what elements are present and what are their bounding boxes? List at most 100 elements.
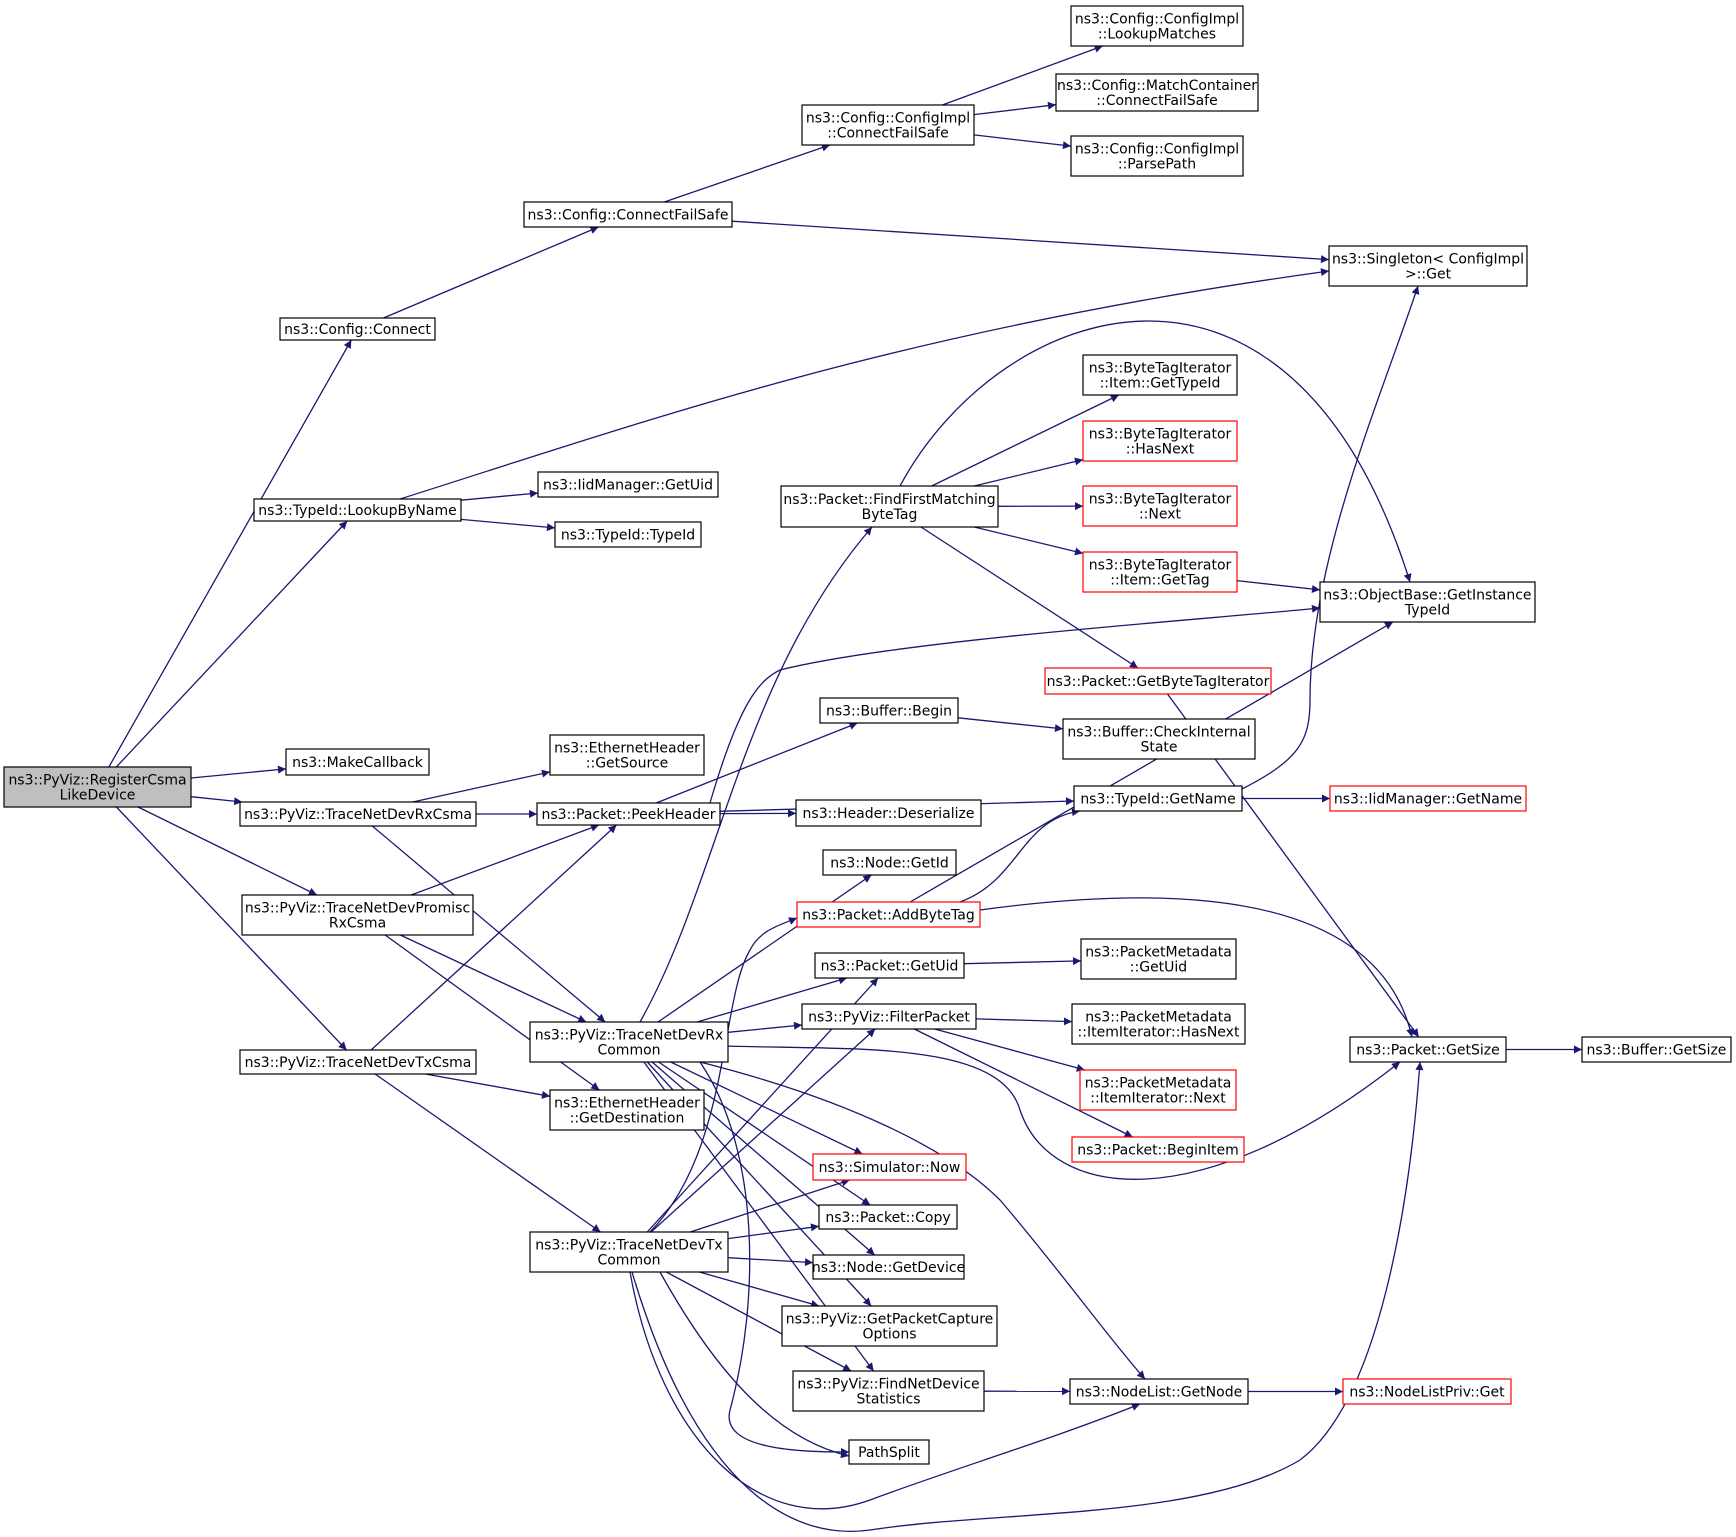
node-cfgParsePath[interactable]: ns3::Config::ConfigImpl::ParsePath (1070, 135, 1244, 177)
node-box (1044, 667, 1272, 695)
node-box (1071, 1136, 1245, 1163)
node-makeCallback[interactable]: ns3::MakeCallback (285, 748, 430, 776)
node-filterPacket[interactable]: ns3::PyViz::FilterPacket (801, 1003, 977, 1030)
node-lookupByName[interactable]: ns3::TypeId::LookupByName (253, 498, 462, 522)
node-box (801, 1003, 977, 1030)
node-cfgLookupMatches[interactable]: ns3::Config::ConfigImpl::LookupMatches (1070, 5, 1244, 47)
node-label-line: State (1140, 740, 1177, 756)
node-box (1329, 785, 1527, 812)
node-peekHeader[interactable]: ns3::Packet::PeekHeader (536, 802, 721, 826)
node-addByteTag[interactable]: ns3::Packet::AddByteTag (796, 901, 981, 928)
node-box (523, 201, 733, 228)
node-connect[interactable]: ns3::Config::Connect (279, 317, 436, 341)
node-box (536, 802, 721, 826)
node-headerDeserialize[interactable]: ns3::Header::Deserialize (795, 799, 982, 827)
node-traceRxCsma[interactable]: ns3::PyViz::TraceNetDevRxCsma (239, 801, 477, 827)
node-label-line: ns3::TypeId::TypeId (561, 528, 695, 544)
node-box (1062, 718, 1256, 760)
node-label-line: ns3::TypeId::GetName (1080, 792, 1235, 808)
node-ethGetDest[interactable]: ns3::EthernetHeader::GetDestination (549, 1089, 705, 1131)
node-bufferGetSize[interactable]: ns3::Buffer::GetSize (1581, 1036, 1732, 1063)
node-label-line: ns3::Config::ConfigImpl (806, 111, 970, 127)
node-simNow[interactable]: ns3::Simulator::Now (812, 1153, 967, 1181)
node-connectFailSafe[interactable]: ns3::Config::ConnectFailSafe (523, 201, 733, 228)
node-iidGetName[interactable]: ns3::IidManager::GetName (1329, 785, 1527, 812)
node-label-line: ns3::PyViz::TraceNetDevRx (535, 1028, 724, 1044)
node-label-line: ns3::Node::GetId (830, 856, 948, 872)
node-label-line: ByteTag (862, 507, 918, 523)
node-nodeListGetNode[interactable]: ns3::NodeList::GetNode (1069, 1378, 1249, 1405)
node-nodeListPrivGet[interactable]: ns3::NodeListPriv::Get (1342, 1378, 1512, 1405)
node-bufferBegin[interactable]: ns3::Buffer::Begin (819, 697, 959, 724)
node-nodeGetDevice[interactable]: ns3::Node::GetDevice (812, 1254, 965, 1280)
edge-traceRxCommon-to-simNow (670, 1061, 863, 1155)
node-box (848, 1439, 930, 1465)
node-ethGetSource[interactable]: ns3::EthernetHeader::GetSource (549, 734, 705, 776)
node-label-line: ::ItemIterator::HasNext (1078, 1025, 1240, 1041)
node-box (1328, 245, 1528, 287)
node-label-line: ns3::Config::Connect (284, 322, 431, 338)
node-label-line: ns3::Singleton< ConfigImpl (1332, 252, 1524, 268)
edge-peekHeader-to-bufferBegin (655, 722, 858, 804)
node-iidGetUid[interactable]: ns3::IidManager::GetUid (537, 471, 719, 498)
node-box (819, 697, 959, 724)
edge-traceRxCommon-to-nodeListGetNode (699, 1061, 1146, 1380)
node-typeIdGetName[interactable]: ns3::TypeId::GetName (1073, 785, 1243, 812)
node-label-line: ::Next (1139, 507, 1182, 523)
edge-traceTxCsma-to-peekHeader (370, 824, 617, 1051)
node-box (781, 1305, 998, 1347)
edge-connect-to-connectFailSafe (383, 226, 599, 319)
node-pmItemNext[interactable]: ns3::PacketMetadata::ItemIterator::Next (1079, 1069, 1237, 1111)
node-packetGetSize[interactable]: ns3::Packet::GetSize (1349, 1036, 1507, 1063)
edge-root-to-traceRxCsma (190, 796, 243, 806)
edge-packetGetUid-to-pmGetUid (963, 957, 1082, 966)
node-pathSplit[interactable]: PathSplit (848, 1439, 930, 1465)
node-btiNext[interactable]: ns3::ByteTagIterator::Next (1082, 485, 1238, 527)
edge-traceTxCsma-to-traceTxCommon (374, 1073, 601, 1233)
edge-traceRxCommon-to-packetGetUid (696, 976, 848, 1023)
node-btiHasNext[interactable]: ns3::ByteTagIterator::HasNext (1082, 420, 1238, 462)
node-label-line: ns3::PyViz::FindNetDevice (797, 1377, 979, 1393)
edge-btiGetTag-to-objGetInstanceTypeId (1236, 579, 1321, 593)
node-label-line: ::ConnectFailSafe (1096, 93, 1217, 109)
node-getByteTagIterator[interactable]: ns3::Packet::GetByteTagIterator (1044, 667, 1272, 695)
node-nodeGetId[interactable]: ns3::Node::GetId (822, 849, 957, 876)
node-pmGetUid[interactable]: ns3::PacketMetadata::GetUid (1080, 938, 1237, 980)
node-label-line: ns3::Packet::PeekHeader (542, 807, 716, 823)
edge-traceTxCommon-to-getPacketCapture (699, 1271, 820, 1308)
node-traceTxCsma[interactable]: ns3::PyViz::TraceNetDevTxCsma (239, 1049, 477, 1075)
node-packetBeginItem[interactable]: ns3::Packet::BeginItem (1071, 1136, 1245, 1163)
node-label-line: ns3::Header::Deserialize (803, 806, 975, 822)
node-box (1070, 135, 1244, 177)
node-btiGetTypeId[interactable]: ns3::ByteTagIterator::Item::GetTypeId (1082, 354, 1238, 396)
node-packetCopy[interactable]: ns3::Packet::Copy (818, 1204, 958, 1230)
node-box (822, 849, 957, 876)
node-packetGetUid[interactable]: ns3::Packet::GetUid (814, 952, 965, 979)
node-label-line: ns3::Buffer::Begin (826, 704, 952, 720)
node-label-line: ::GetUid (1130, 960, 1187, 976)
node-label-line: ns3::Packet::GetUid (821, 959, 959, 975)
node-label-line: ::ConnectFailSafe (827, 126, 948, 142)
node-box (239, 1049, 477, 1075)
edge-traceTxCommon-to-packetCopy (727, 1223, 820, 1240)
node-pmItemHasNext[interactable]: ns3::PacketMetadata::ItemIterator::HasNe… (1071, 1003, 1246, 1045)
node-typeIdCtor[interactable]: ns3::TypeId::TypeId (554, 521, 702, 548)
edge-addByteTag-to-objGetInstanceTypeId (909, 621, 1394, 903)
edge-addByteTag-to-packetGetSize (979, 897, 1415, 1038)
node-cfgImplConnectFailSafe[interactable]: ns3::Config::ConfigImpl::ConnectFailSafe (801, 104, 975, 146)
node-matchContainerCFS[interactable]: ns3::Config::MatchContainer::ConnectFail… (1055, 73, 1259, 112)
node-label-line: LikeDevice (60, 788, 136, 804)
node-singletonGet[interactable]: ns3::Singleton< ConfigImpl>::Get (1328, 245, 1528, 287)
node-btiGetTag[interactable]: ns3::ByteTagIterator::Item::GetTag (1082, 551, 1238, 593)
node-label-line: ns3::EthernetHeader (554, 1096, 700, 1112)
node-label-line: ns3::Config::ConfigImpl (1075, 12, 1239, 28)
